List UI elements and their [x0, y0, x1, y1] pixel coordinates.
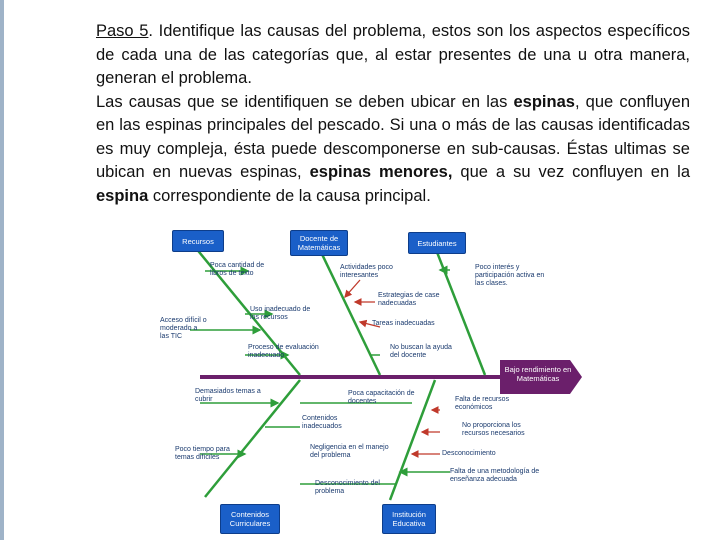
fishbone-lines [190, 246, 582, 501]
bone-contenidos [204, 379, 301, 498]
cause-falta-recursos: Falta de recursos económicos [455, 396, 510, 411]
cause-desconocimiento-problema: Desconocimiento del problema [315, 480, 380, 495]
paragraph-text-3: , que confluyen en las espinas principal… [96, 92, 690, 182]
slide-left-bar [0, 0, 4, 540]
category-docente: Docente de Matemáticas [290, 230, 348, 256]
bold-espinas-menores: espinas menores, [309, 163, 453, 181]
cause-poco-interes: Poco interés y participación activa en l… [475, 264, 545, 287]
bold-espina: espina [96, 186, 149, 205]
cause-proceso-evaluacion: Proceso de evaluación inadecuado [248, 344, 319, 359]
instruction-paragraph: Paso 5. Identifique las causas del probl… [96, 20, 690, 208]
category-institucion: Institución Educativa [382, 504, 436, 534]
category-contenidos: Contenidos Curriculares [220, 504, 280, 534]
bone-institucion [388, 379, 437, 501]
cause-acceso-dificil: Acceso difícil o moderado a las TIC [160, 317, 207, 340]
cause-poco-tiempo: Poco tiempo para temas difíciles [175, 446, 230, 461]
cause-negligencia: Negligencia en el manejo del problema [310, 444, 389, 459]
paso-label: Paso 5 [96, 22, 149, 40]
cause-tareas: Tareas inadecuadas [372, 320, 435, 327]
cause-demasiados-temas: Demasiados temas a cubrir [195, 388, 261, 403]
cause-poca-capacitacion: Poca capacitación de docentes [348, 390, 415, 405]
category-estudiantes: Estudiantes [408, 232, 466, 254]
cause-estrategias: Estrategias de case nadecuadas [378, 292, 440, 307]
cause-no-proporciona: No proporciona los recursos necesarios [462, 422, 525, 437]
bone-docente [318, 249, 382, 376]
cause-no-buscan: No buscan la ayuda del docente [390, 344, 452, 359]
problem-head: Bajo rendimiento en Matemáticas [504, 365, 572, 383]
paragraph-text-1: . Identifique las causas del problema, e… [96, 22, 690, 87]
category-recursos: Recursos [172, 230, 224, 252]
problem-head-shape [500, 360, 582, 394]
cause-desconocimiento: Desconocimiento [442, 450, 496, 457]
paragraph-text-5: correspondiente de la causa principal. [148, 186, 431, 205]
cause-actividades: Actividades poco interesantes [340, 264, 393, 279]
fishbone-diagram: Recursos Docente de Matemáticas Estudian… [150, 222, 590, 540]
cause-uso-inadecuado: Uso inadecuado de los recursos [250, 306, 311, 321]
paragraph-text-4: que a su vez confluyen en la [452, 163, 690, 181]
bold-espinas: espinas [513, 92, 575, 111]
cause-poca-cantidad: Poca cantidad de libros de texto [210, 262, 265, 277]
cause-falta-metodologia: Falta de una metodología de enseñanza ad… [450, 468, 540, 483]
cause-contenidos-inadecuados: Contenidos inadecuados [302, 415, 342, 430]
paragraph-text-2: Las causas que se identifiquen se deben … [96, 92, 514, 111]
